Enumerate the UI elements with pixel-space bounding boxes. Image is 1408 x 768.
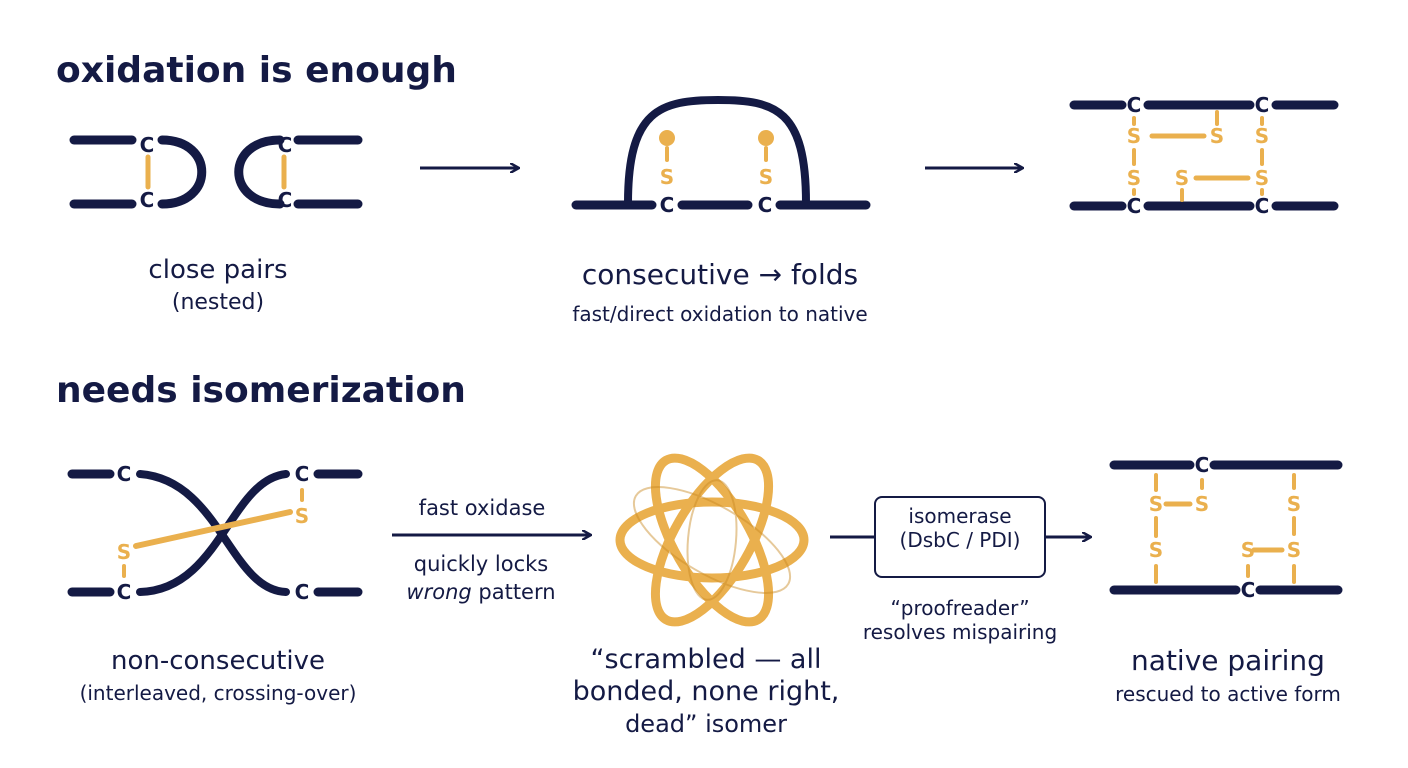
knot-loop	[615, 497, 809, 583]
cysteine-label: C	[660, 193, 675, 217]
sulfur-label: S	[1149, 538, 1163, 562]
cysteine-label: C	[140, 188, 155, 212]
cysteine-label: C	[140, 133, 155, 157]
scrambled-knot-shade	[632, 479, 792, 601]
heading-oxidation-is-enough: oxidation is enough	[56, 50, 457, 91]
cysteine-label: C	[295, 462, 310, 486]
scrambled-knot	[615, 453, 809, 627]
sulfur-label: S	[295, 504, 309, 528]
proofreader-note-line2: resolves mispairing	[862, 620, 1058, 644]
scrambled-line2: bonded, none right,	[572, 676, 840, 707]
sulfur-label: S	[1127, 166, 1141, 190]
note-pattern: pattern	[471, 580, 556, 604]
native-subtitle: rescued to active form	[1115, 682, 1341, 706]
isomerase-label: isomerase	[908, 504, 1012, 528]
backbone-crossing	[136, 470, 290, 596]
fast-oxidase-label: fast oxidase	[418, 496, 546, 520]
native-ladder	[1109, 460, 1343, 595]
cysteine-label: C	[1127, 93, 1142, 117]
sulfur-label: S	[1210, 124, 1224, 148]
sulfur-dot	[659, 130, 675, 146]
nonconsecutive-diagram	[67, 469, 363, 597]
emphasis-wrong: wrong	[406, 580, 472, 604]
nonconsecutive-subtitle: (interleaved, crossing-over)	[79, 681, 357, 705]
ladder-diagram-top	[1069, 100, 1339, 211]
cysteine-label: C	[278, 188, 293, 212]
cysteine-label: C	[1195, 453, 1210, 477]
consecutive-subtitle: fast/direct oxidation to native	[572, 302, 868, 326]
isomerase-box: isomerase (DsbC / PDI)	[874, 496, 1046, 578]
sulfur-label: S	[1241, 538, 1255, 562]
cysteine-label: C	[1255, 93, 1270, 117]
sulfur-label: S	[759, 165, 773, 189]
sulfur-label: S	[1175, 166, 1189, 190]
backbone-loop	[234, 135, 285, 209]
sulfur-label: S	[1127, 124, 1141, 148]
cysteine-label: C	[1241, 578, 1256, 602]
proofreader-note: “proofreader”	[890, 596, 1030, 620]
sulfur-label: S	[117, 540, 131, 564]
cysteine-label: C	[117, 580, 132, 604]
cysteine-label: C	[758, 193, 773, 217]
sulfur-dot	[758, 130, 774, 146]
knot-loop	[650, 453, 774, 627]
cysteine-label: C	[295, 580, 310, 604]
scrambled-line3: dead” isomer	[625, 710, 787, 738]
consecutive-diagram	[571, 95, 871, 210]
cysteine-label: C	[117, 462, 132, 486]
close-pairs-title: close pairs	[148, 255, 288, 285]
sulfur-label: S	[1287, 538, 1301, 562]
heading-needs-isomerization: needs isomerization	[56, 370, 466, 411]
backbone-crossing	[136, 470, 290, 596]
close-pairs-diagram	[69, 135, 363, 209]
isomerase-enzymes: (DsbC / PDI)	[899, 528, 1021, 552]
sulfur-label: S	[1149, 492, 1163, 516]
knot-loop	[650, 453, 774, 627]
native-title: native pairing	[1131, 644, 1325, 677]
nonconsecutive-title: non-consecutive	[110, 646, 326, 676]
cysteine-label: C	[278, 133, 293, 157]
sulfur-label: S	[1255, 166, 1269, 190]
disulfide-bond-crossing	[133, 509, 293, 549]
scrambled-caption: “scrambled — all bonded, none right, dea…	[556, 644, 856, 740]
consecutive-title: consecutive → folds	[581, 258, 859, 291]
close-pairs-subtitle: (nested)	[171, 290, 265, 315]
fast-oxidase-note-line1: quickly locks	[413, 552, 549, 576]
sulfur-label: S	[1287, 492, 1301, 516]
backbone-loop	[157, 135, 207, 209]
sulfur-label: S	[1255, 124, 1269, 148]
backbone-arch	[624, 95, 810, 207]
cysteine-label: C	[1127, 194, 1142, 218]
sulfur-label: S	[1195, 492, 1209, 516]
fast-oxidase-note-line2: wrong pattern	[386, 580, 576, 604]
scrambled-line1: “scrambled — all	[590, 644, 822, 675]
cysteine-label: C	[1255, 194, 1270, 218]
sulfur-label: S	[660, 165, 674, 189]
